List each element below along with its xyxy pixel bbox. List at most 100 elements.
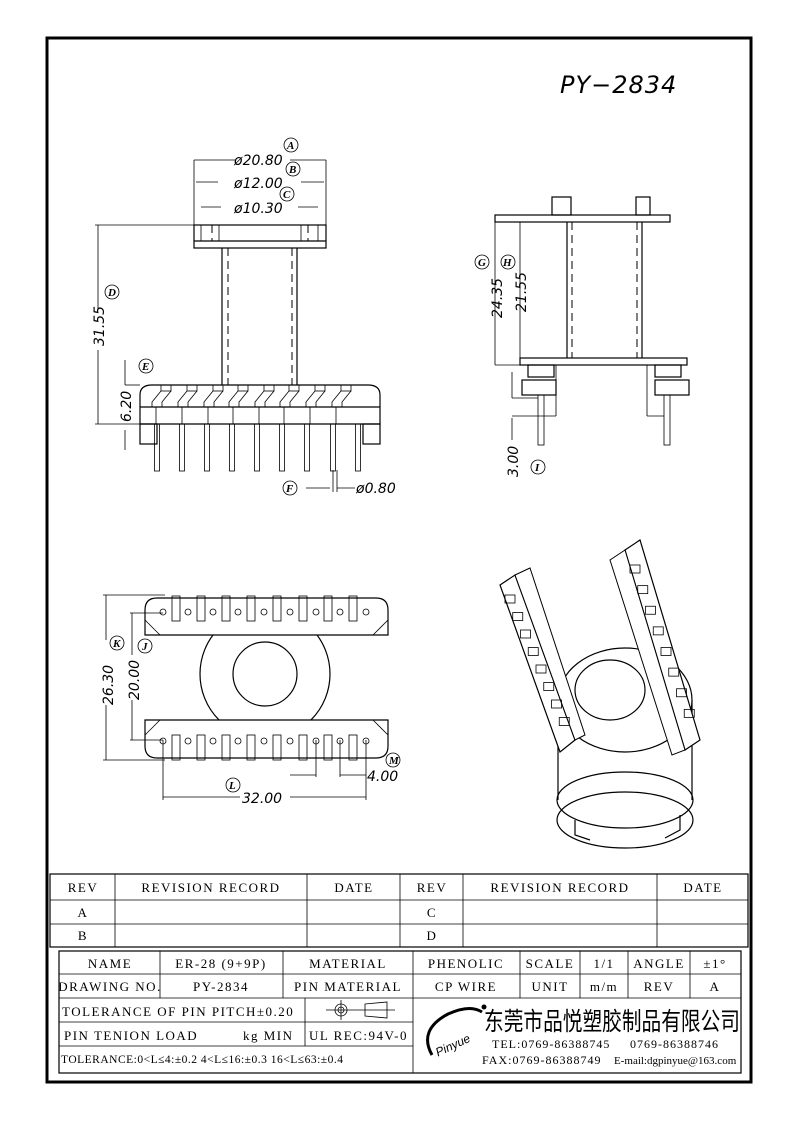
dim-h: 21.55 [514, 272, 530, 312]
notch [504, 594, 516, 604]
slot [348, 734, 358, 761]
notch [629, 564, 641, 574]
slot-guide [203, 390, 224, 407]
dim-b: ø12.00 [233, 176, 283, 192]
pin [229, 423, 235, 472]
scale-value: 1/1 [593, 956, 614, 971]
name-value: ER-28 (9+9P) [175, 956, 266, 971]
pin-hole [362, 608, 370, 616]
slot-guide [254, 390, 275, 407]
pin-hole [260, 737, 268, 745]
revision-record-header-2: REVISION RECORD [490, 880, 629, 895]
label-d: D [107, 287, 116, 299]
pin-material-label: PIN MATERIAL [294, 979, 402, 994]
slot [196, 734, 206, 761]
pin-material-value: CP WIRE [435, 979, 497, 994]
name-label: NAME [88, 956, 132, 971]
pinyue-logo: Pinyue [426, 1004, 487, 1059]
notch [652, 626, 664, 636]
revision-record-header-1: REVISION RECORD [141, 880, 280, 895]
dim-j: 20.00 [127, 660, 143, 700]
company-name: 东莞市品悦塑胶制品有限公司 [484, 1007, 740, 1036]
tel2: 0769-86388746 [630, 1037, 719, 1051]
tolerance-note: TOLERANCE:0<L≤4:±0.2 4<L≤16:±0.3 16<L≤63… [61, 1054, 343, 1066]
dim-c: ø10.30 [233, 201, 283, 217]
slot [160, 384, 172, 392]
pin-pitch-tolerance: TOLERANCE OF PIN PITCH±0.20 [62, 1004, 294, 1019]
email: E-mail:dgpinyue@163.com [614, 1055, 737, 1067]
notch [551, 699, 562, 709]
pin-hole [336, 608, 344, 616]
pin [330, 423, 336, 472]
pin-hole [286, 608, 294, 616]
pin [304, 423, 310, 472]
dim-m: 4.00 [367, 769, 398, 785]
material-label: MATERIAL [309, 956, 387, 971]
label-b: B [288, 164, 296, 176]
rev-a: A [78, 905, 89, 920]
ul-rec: UL REC:94V-0 [309, 1028, 408, 1043]
dim-i: 3.00 [506, 446, 522, 477]
notch [660, 647, 672, 656]
notch [520, 629, 531, 639]
slot [298, 734, 308, 761]
drawing-border [45, 36, 753, 1084]
isometric-view [499, 539, 701, 849]
label-a: A [286, 140, 294, 152]
notch [527, 647, 539, 656]
label-i: I [534, 462, 540, 474]
notch [512, 612, 524, 621]
dim-f: ø0.80 [355, 481, 396, 497]
slot [246, 734, 256, 761]
dim-k: 26.30 [101, 665, 117, 705]
notch [543, 682, 555, 691]
notch [676, 688, 687, 698]
unit-label: UNIT [531, 979, 568, 994]
front-view: ø20.80 ø12.00 ø10.30 A B C 31.55 D 6.20 … [92, 137, 396, 497]
pin-tension-label: PIN TENION LOAD [64, 1028, 198, 1043]
drawing-no-label: DRAWING NO. [58, 979, 162, 994]
dim-e: 6.20 [119, 391, 135, 422]
pin-hole [209, 737, 217, 745]
pin-hole [184, 608, 192, 616]
title-block: NAME ER-28 (9+9P) MATERIAL PHENOLIC SCAL… [58, 950, 742, 1074]
slot [221, 595, 231, 622]
slot [246, 595, 256, 622]
notch [683, 708, 695, 718]
pin-hole [234, 608, 242, 616]
unit-value: m/m [590, 979, 618, 994]
pin-tension-unit: kg MIN [243, 1028, 294, 1043]
label-m: M [388, 755, 400, 767]
slot [323, 595, 333, 622]
pin-hole [184, 737, 192, 745]
dim-g: 24.35 [490, 278, 506, 318]
projection-symbol-icon [326, 1000, 395, 1020]
rev-d: D [427, 928, 438, 943]
dim-l: 32.00 [242, 791, 282, 807]
rev-label: REV [644, 979, 675, 994]
tel: TEL:0769-86388745 [492, 1037, 610, 1051]
drawing-no-value: PY-2834 [193, 979, 249, 994]
date-header-1: DATE [334, 880, 373, 895]
slot [263, 384, 275, 392]
angle-value: ±1° [703, 956, 726, 971]
slot [314, 384, 326, 392]
pin [154, 423, 160, 472]
notch [535, 664, 547, 674]
slot [298, 595, 308, 622]
label-g: G [478, 257, 486, 269]
bottom-view: 26.30 20.00 K J 32.00 L 4.00 M [101, 594, 401, 807]
dim-d: 31.55 [92, 306, 108, 346]
notch [645, 605, 656, 615]
slot-guide [305, 390, 326, 407]
label-h: H [502, 257, 512, 269]
label-e: E [141, 361, 149, 373]
pin-hole [312, 608, 320, 616]
side-view: 24.35 21.55 G H 3.00 I [474, 196, 690, 477]
scale-label: SCALE [526, 956, 575, 971]
slot-guide [279, 390, 300, 407]
label-c: C [283, 189, 291, 201]
dim-a: ø20.80 [233, 153, 283, 169]
revision-table: REV REVISION RECORD DATE REV REVISION RE… [49, 873, 749, 948]
